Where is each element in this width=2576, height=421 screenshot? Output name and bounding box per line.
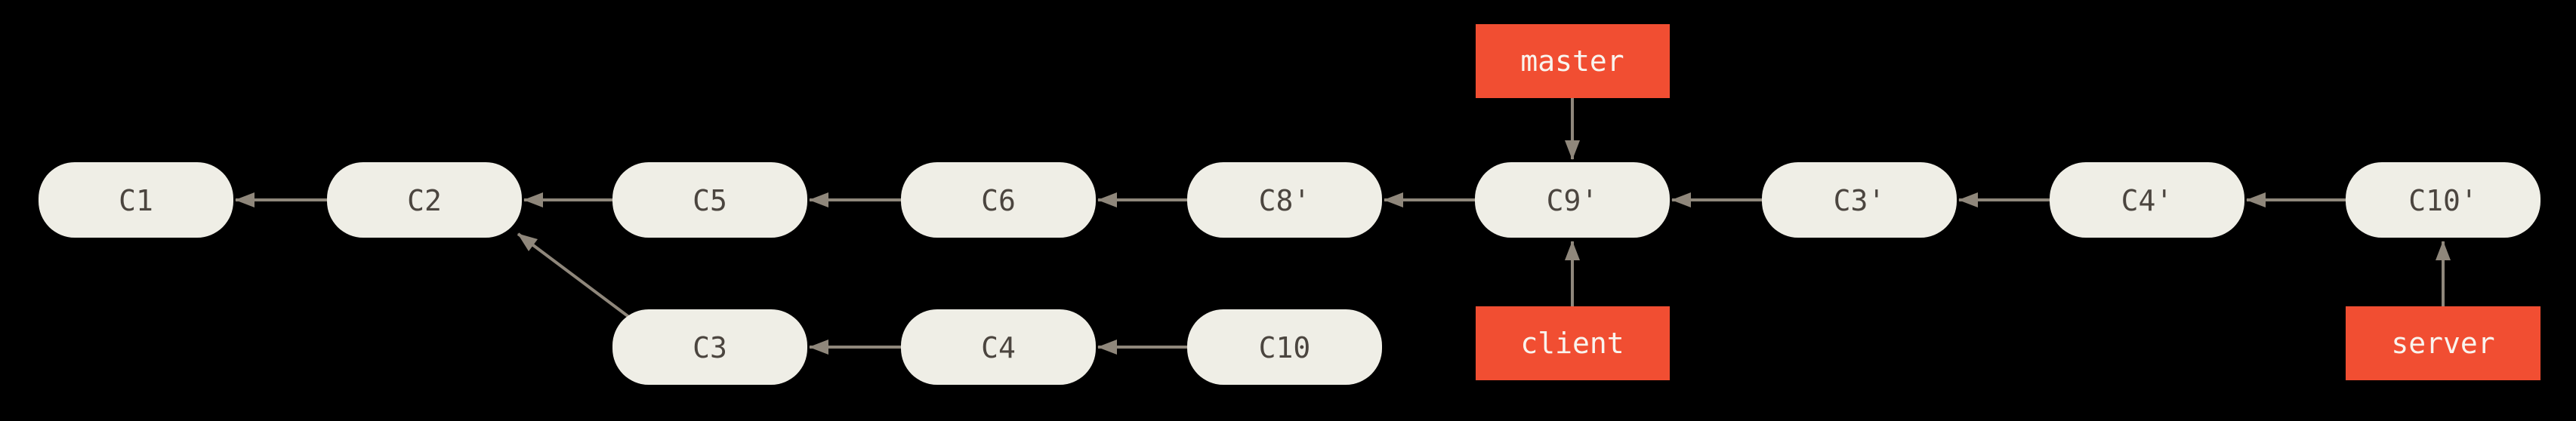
commit-label: C6 bbox=[981, 184, 1016, 217]
commit-node-c10-prime: C10' bbox=[2346, 162, 2541, 238]
commit-node-c5: C5 bbox=[612, 162, 807, 238]
commit-shape bbox=[2346, 162, 2541, 238]
commit-shape bbox=[39, 162, 233, 238]
commit-shape bbox=[612, 309, 807, 385]
commit-node-c6: C6 bbox=[901, 162, 1096, 238]
commit-label: C5 bbox=[693, 184, 727, 217]
branch-label-box bbox=[2346, 306, 2541, 380]
commit-shape bbox=[901, 162, 1096, 238]
branch-label-client: client bbox=[1476, 306, 1670, 380]
commit-label: C8' bbox=[1259, 184, 1311, 217]
commit-label: C3 bbox=[693, 331, 727, 364]
commit-node-c4: C4 bbox=[901, 309, 1096, 385]
commit-shape bbox=[612, 162, 807, 238]
commit-node-c9-prime: C9' bbox=[1475, 162, 1670, 238]
branch-label-box bbox=[1476, 306, 1670, 380]
commit-shape bbox=[901, 309, 1096, 385]
branch-label-box bbox=[1476, 24, 1670, 98]
commit-node-c3: C3 bbox=[612, 309, 807, 385]
commit-shape bbox=[1187, 162, 1382, 238]
branch-label-server: server bbox=[2346, 306, 2541, 380]
commit-label: C3' bbox=[1834, 184, 1886, 217]
commit-node-c1: C1 bbox=[39, 162, 233, 238]
commit-label: C10' bbox=[2408, 184, 2478, 217]
commit-node-c8-prime: C8' bbox=[1187, 162, 1382, 238]
branch-label-master: master bbox=[1476, 24, 1670, 98]
commit-shape bbox=[1762, 162, 1957, 238]
commit-label: C10 bbox=[1259, 331, 1311, 364]
branch-label-text: client bbox=[1520, 327, 1624, 360]
commit-label: C2 bbox=[407, 184, 442, 217]
commit-shape bbox=[2050, 162, 2244, 238]
commit-shape bbox=[1475, 162, 1670, 238]
commit-node-c3-prime: C3' bbox=[1762, 162, 1957, 238]
commit-node-c2: C2 bbox=[327, 162, 522, 238]
commit-label: C4' bbox=[2121, 184, 2173, 217]
commit-node-c4-prime: C4' bbox=[2050, 162, 2244, 238]
commit-label: C1 bbox=[119, 184, 153, 217]
commit-label: C9' bbox=[1547, 184, 1599, 217]
edge-c3-c2 bbox=[517, 232, 634, 321]
commit-shape bbox=[1187, 309, 1382, 385]
branch-label-text: server bbox=[2391, 327, 2494, 360]
commit-shape bbox=[327, 162, 522, 238]
commit-label: C4 bbox=[981, 331, 1016, 364]
commit-node-c10: C10 bbox=[1187, 309, 1382, 385]
branch-label-text: master bbox=[1520, 45, 1624, 78]
